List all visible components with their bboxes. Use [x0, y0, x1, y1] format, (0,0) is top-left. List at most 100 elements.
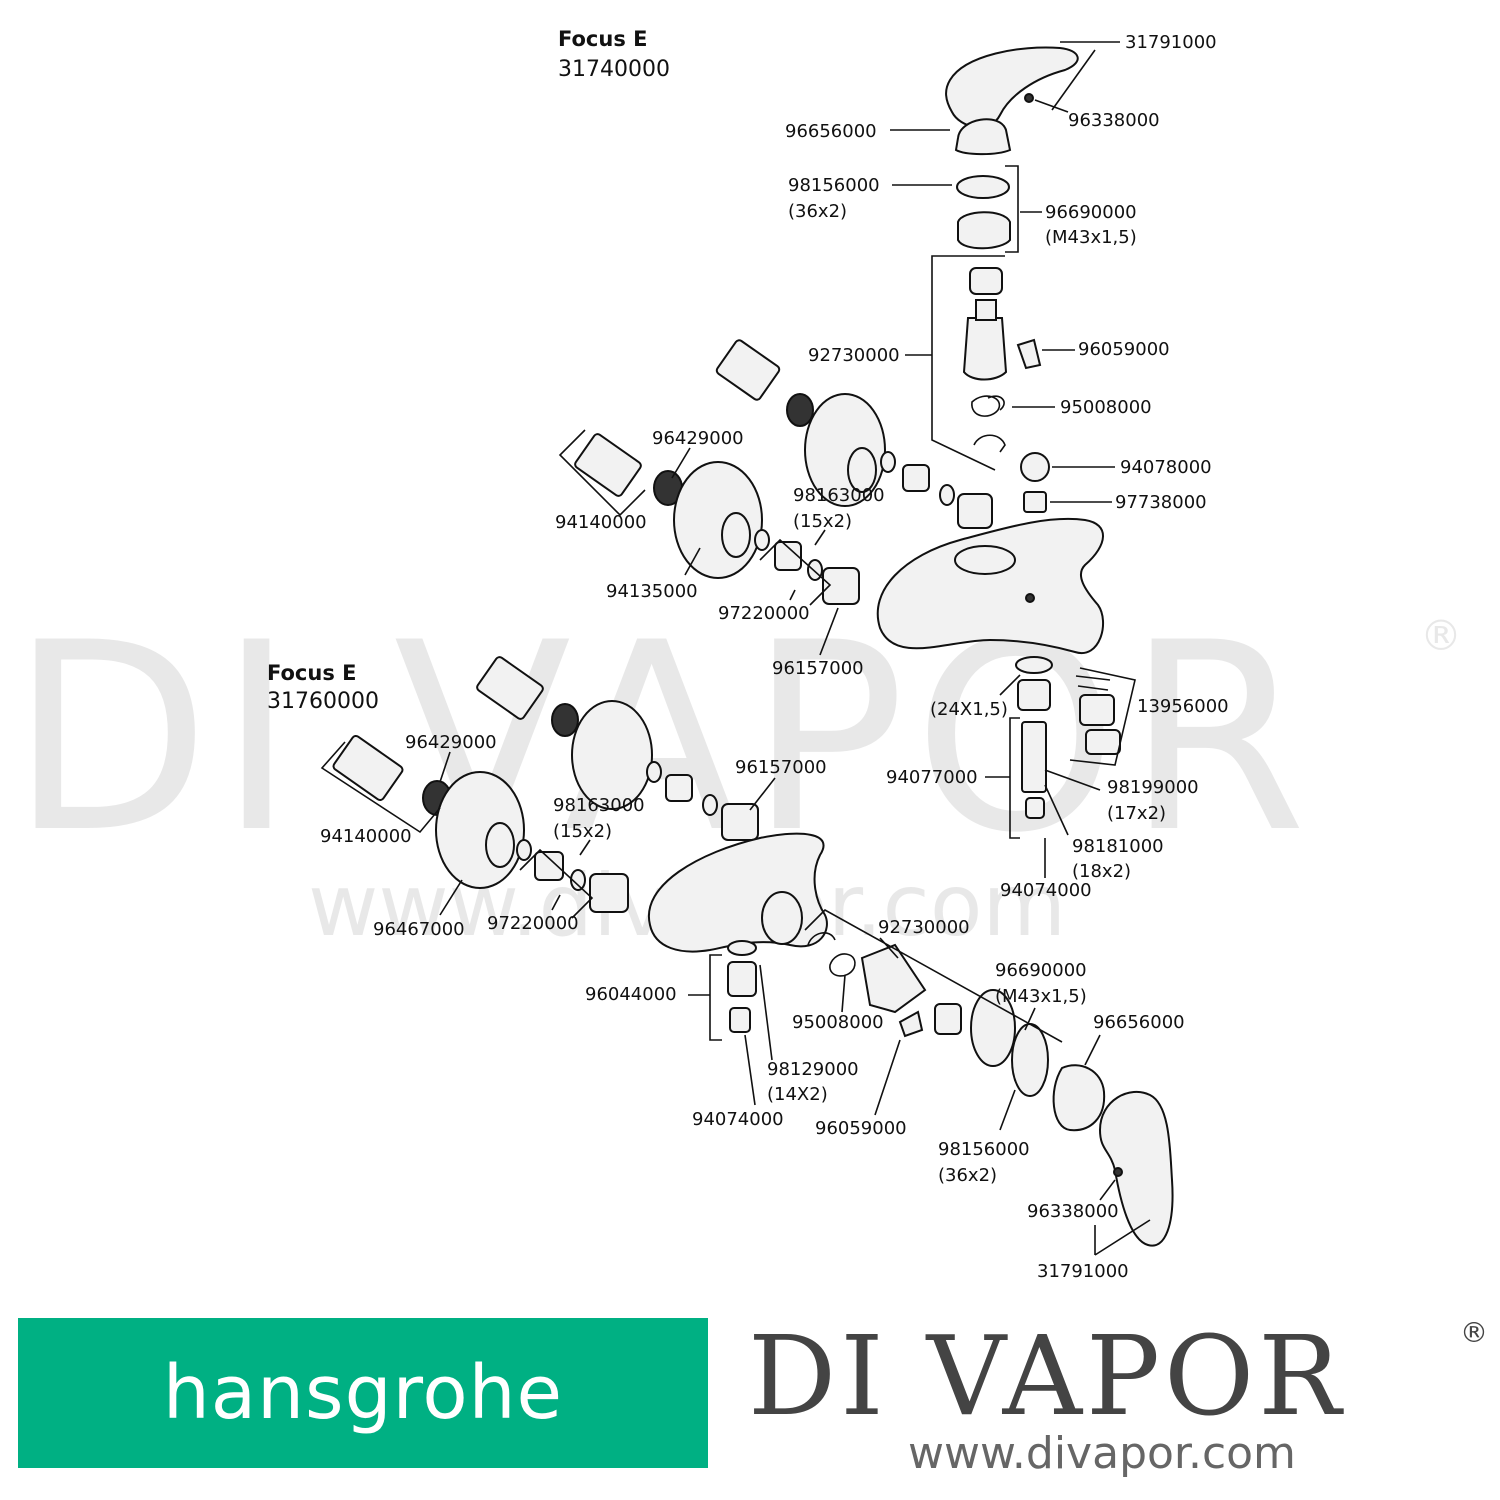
b-retaining-clip	[807, 932, 836, 946]
outlet-adaptor	[727, 961, 757, 997]
leader-94135000	[684, 547, 701, 576]
leader-95008000-bottom	[841, 974, 846, 1013]
label-98163000-top: 98163000	[793, 485, 885, 506]
seal-ring-lower-b	[807, 559, 823, 581]
label-94074000-top: 94074000	[1000, 880, 1092, 901]
top-model-name: Focus E	[558, 27, 647, 51]
b-fixing-screw	[898, 1010, 924, 1038]
label-98156000-bottom: 98156000	[938, 1139, 1030, 1160]
leader-98163000-bottom	[579, 839, 591, 856]
label-98199000: 98199000	[1107, 777, 1199, 798]
diverter-knob	[1020, 452, 1050, 482]
check-valve-b-upper	[665, 774, 693, 802]
label-13956000: 13956000	[1137, 696, 1229, 717]
divapor-registered-mark: ®	[1460, 1316, 1488, 1349]
label-18x2: (18x2)	[1072, 861, 1131, 882]
bracket-94140000-top	[558, 429, 646, 517]
label-97220000-bottom: 97220000	[487, 913, 579, 934]
leader-96467000	[439, 879, 463, 916]
label-95008000-top: 95008000	[1060, 397, 1152, 418]
leader-94074000-bottom	[744, 1034, 756, 1106]
label-96338000-top: 96338000	[1068, 110, 1160, 131]
bracket-13956000	[1069, 667, 1136, 766]
b-splined-adaptor	[934, 1003, 962, 1035]
b-grub-screw	[1113, 1167, 1123, 1177]
body-hole	[1025, 593, 1035, 603]
body-cartridge-seat	[954, 545, 1016, 575]
cartridge-seals	[971, 395, 1005, 417]
seal-ring-b-upper-a	[646, 761, 662, 783]
label-36x2-top: (36x2)	[788, 201, 847, 222]
flow-restrictor-upper	[786, 393, 814, 427]
label-98181000: 98181000	[1072, 836, 1164, 857]
leader-96690000-bottom	[1024, 1007, 1036, 1031]
leader-96338000-top	[1034, 99, 1069, 113]
s-union-b-upper	[476, 656, 544, 720]
rosette-inner-lower	[721, 512, 751, 558]
lever-handle	[945, 46, 1079, 129]
leader-97220000-top	[789, 589, 796, 601]
label-94078000: 94078000	[1120, 457, 1212, 478]
union-nut-b-lower	[589, 873, 629, 913]
label-97220000-top: 97220000	[718, 603, 810, 624]
bracket-96690000-top	[1005, 165, 1019, 253]
diverter-seal	[1015, 656, 1053, 674]
top-assembly-parts	[574, 46, 1121, 819]
bracket-94077000	[1009, 717, 1020, 839]
top-model-number: 31740000	[558, 57, 670, 82]
seal-ring-b-lower-b	[570, 869, 586, 891]
bracket-92730000-bottom	[804, 909, 1063, 1043]
hansgrohe-logo: hansgrohe	[18, 1318, 708, 1468]
leader-96429000-top	[671, 447, 691, 479]
label-m43-bottom: (M43x1,5)	[995, 986, 1087, 1007]
seal-ring-b-upper-b	[702, 794, 718, 816]
wall-rosette-lower	[673, 461, 763, 579]
divapor-logo: DI VAPOR ® www.divapor.com	[748, 1312, 1488, 1492]
seal-ring-b-lower-a	[516, 839, 532, 861]
bottom-model-number: 31760000	[267, 689, 379, 714]
retaining-clip	[973, 434, 1006, 453]
leader-98163000-top	[814, 529, 826, 546]
leader-98181000	[1044, 784, 1069, 836]
label-15x2-top: (15x2)	[793, 511, 852, 532]
label-92730000-bottom: 92730000	[878, 917, 970, 938]
rosette-inner-b-lower	[485, 822, 515, 868]
wall-rosette-b-upper	[571, 700, 653, 810]
diverter-bushing	[1025, 797, 1045, 819]
label-94077000: 94077000	[886, 767, 978, 788]
label-31791000-top: 31791000	[1125, 32, 1217, 53]
bottom-model-name: Focus E	[267, 661, 356, 685]
diverter-housing	[1017, 679, 1051, 711]
label-96044000: 96044000	[585, 984, 677, 1005]
aerator-mesh	[1075, 675, 1111, 691]
s-union-b-lower	[332, 734, 404, 802]
label-95008000-bottom: 95008000	[792, 1012, 884, 1033]
b-cartridge-seals	[829, 953, 856, 977]
watermark-registered: ®	[1420, 611, 1462, 660]
leader-96059000-bottom	[874, 1039, 901, 1116]
label-96429000-bottom: 96429000	[405, 732, 497, 753]
union-nut-lower	[822, 567, 860, 605]
label-96690000-bottom: 96690000	[995, 960, 1087, 981]
label-96429000-top: 96429000	[652, 428, 744, 449]
leader-98199000	[1044, 769, 1101, 791]
check-valve-upper	[902, 464, 930, 492]
grub-screw	[1024, 93, 1034, 103]
leader-96338000-bottom	[1099, 1179, 1116, 1201]
leader-98156000-bottom	[999, 1089, 1016, 1131]
label-96656000-top: 96656000	[785, 121, 877, 142]
seal-ring-lower-a	[754, 529, 770, 551]
s-union-upper	[715, 339, 781, 401]
spacer-sleeve	[1023, 491, 1047, 513]
leader-98129000	[759, 964, 773, 1061]
leader-92730000-bottom	[879, 937, 899, 959]
label-96157000-bottom: 96157000	[735, 757, 827, 778]
diverter-spindle	[1021, 721, 1047, 793]
leader-96429000-bottom	[439, 751, 451, 783]
label-36x2-bottom: (36x2)	[938, 1165, 997, 1186]
outlet-seal	[727, 940, 757, 956]
label-94140000-bottom: 94140000	[320, 826, 412, 847]
label-96157000-top: 96157000	[772, 658, 864, 679]
b-lever-handle	[1098, 1090, 1174, 1247]
